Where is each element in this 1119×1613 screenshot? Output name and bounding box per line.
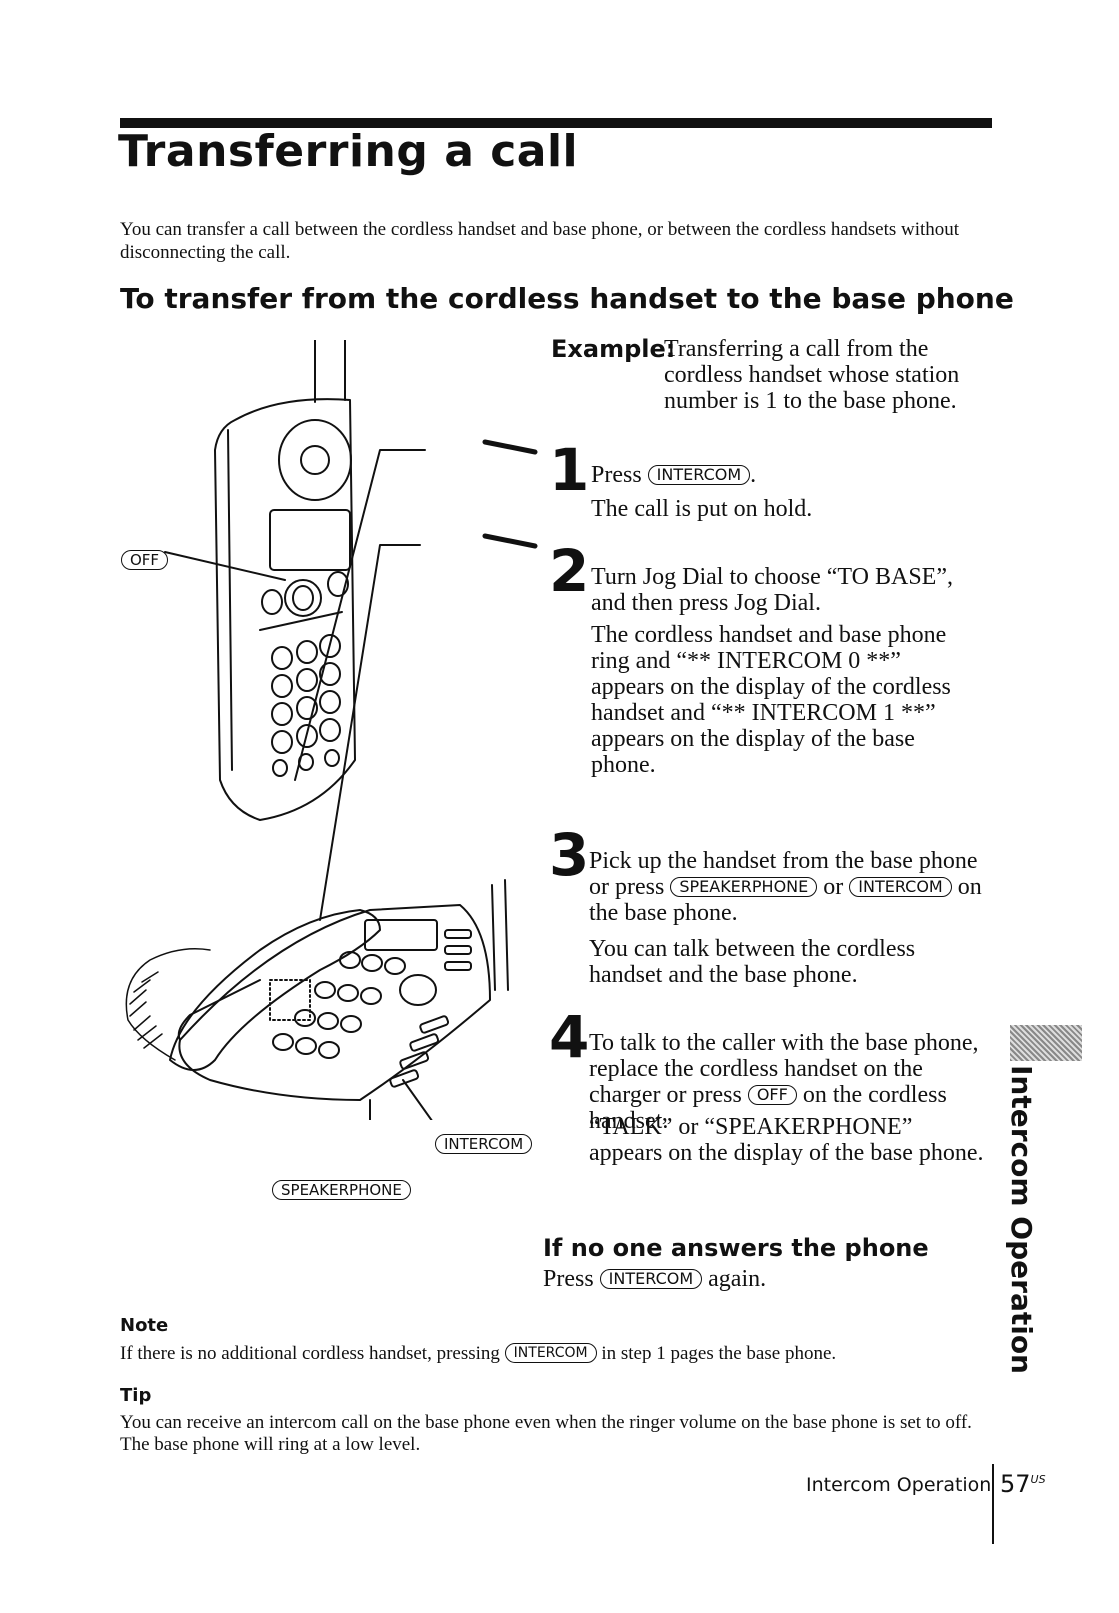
step-3-pre: Pick up the handset from the base phone … — [589, 848, 978, 900]
section-heading: To transfer from the cordless handset to… — [120, 282, 1014, 315]
step-4-instruction: To talk to the caller with the base phon… — [589, 1030, 989, 1134]
step-2-result: The cordless handset and base phone ring… — [591, 622, 951, 778]
step-1-number: 1 — [549, 436, 590, 504]
intercom-key: INTERCOM — [504, 1343, 597, 1363]
no-answer-heading: If no one answers the phone — [543, 1234, 929, 1262]
side-section-label: Intercom Operation — [1005, 1065, 1038, 1374]
footer-section-name: Intercom Operation — [806, 1474, 992, 1496]
intercom-key: INTERCOM — [647, 465, 751, 485]
step-3-mid: or — [823, 874, 844, 900]
step-4-post: on the cordless handset. — [589, 1082, 947, 1134]
tip-heading: Tip — [120, 1385, 152, 1406]
step-4-pre: To talk to the caller with the base phon… — [589, 1030, 979, 1108]
step-2-instruction: Turn Jog Dial to choose “TO BASE”, and t… — [591, 564, 953, 616]
note-post: in step 1 pages the base phone. — [601, 1343, 837, 1364]
no-answer-post: again. — [708, 1266, 767, 1292]
intercom-key: INTERCOM — [599, 1269, 703, 1289]
tip-text: You can receive an intercom call on the … — [120, 1412, 972, 1455]
no-answer-text: Press INTERCOM again. — [543, 1266, 766, 1293]
off-key-callout: OFF — [121, 550, 169, 570]
intro-paragraph: You can transfer a call between the cord… — [120, 219, 960, 263]
note-heading: Note — [120, 1315, 169, 1336]
phone-illustration — [125, 340, 538, 1120]
footer-rule — [992, 1464, 994, 1544]
example-block: Example: Transferring a call from the co… — [551, 335, 991, 414]
step-1-pre: Press — [591, 462, 642, 488]
section-tab-marker — [1010, 1025, 1082, 1061]
title-rule — [120, 118, 992, 128]
example-label: Example: — [551, 335, 676, 363]
step-1-result: The call is put on hold. — [591, 496, 813, 522]
step-3-instruction: Pick up the handset from the base phone … — [589, 848, 999, 926]
step-2-number: 2 — [549, 537, 590, 605]
step-1-instruction: Press INTERCOM. — [591, 462, 756, 488]
step-3-result: You can talk between the cordless handse… — [589, 936, 916, 988]
note-text: If there is no additional cordless hands… — [120, 1343, 1020, 1365]
step-4-result: “TALK” or “SPEAKERPHONE” appears on the … — [589, 1114, 984, 1166]
example-text: Transferring a call from the cordless ha… — [664, 336, 960, 414]
intercom-key: INTERCOM — [849, 877, 952, 897]
step-3-post: on the base phone. — [589, 874, 982, 926]
off-key: OFF — [747, 1085, 797, 1105]
step-3-number: 3 — [549, 821, 590, 889]
note-pre: If there is no additional cordless hands… — [120, 1343, 500, 1364]
step-4-number: 4 — [549, 1003, 590, 1071]
step-1-post: . — [750, 462, 757, 488]
speakerphone-key-callout: SPEAKERPHONE — [272, 1180, 411, 1200]
page-title: Transferring a call — [118, 126, 579, 177]
no-answer-pre: Press — [543, 1266, 594, 1292]
page-number: 57US — [1000, 1470, 1046, 1498]
speakerphone-key: SPEAKERPHONE — [670, 877, 818, 897]
intercom-key-callout: INTERCOM — [435, 1134, 533, 1154]
